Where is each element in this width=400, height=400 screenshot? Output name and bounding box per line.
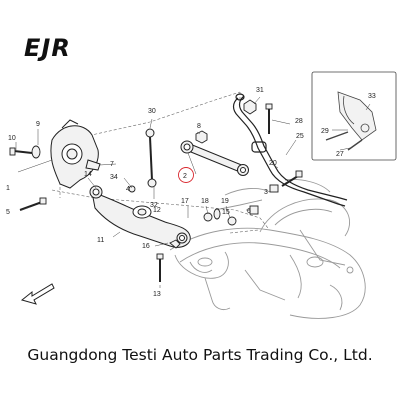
- callout-28: 28: [295, 118, 303, 125]
- callout-labels: 1 2 3 4 5 6 7 8 9 10 11 12 13 14 15 16 1…: [6, 87, 376, 298]
- callout-9: 9: [36, 121, 40, 128]
- callout-11: 11: [97, 237, 104, 244]
- callout-8: 8: [197, 123, 201, 130]
- company-caption: Guangdong Testi Auto Parts Trading Co., …: [27, 346, 373, 364]
- callout-5: 5: [6, 209, 10, 216]
- brand-logo: EJR: [24, 34, 71, 62]
- callout-34: 34: [110, 174, 118, 181]
- callout-13: 13: [153, 291, 161, 298]
- callout-33: 33: [368, 93, 376, 100]
- callout-2: 2: [183, 173, 187, 180]
- callout-12: 12: [153, 207, 161, 214]
- callout-31: 31: [256, 87, 264, 94]
- front-direction-arrow-icon: [20, 283, 55, 305]
- callout-10: 10: [8, 135, 16, 142]
- callout-18: 18: [201, 198, 209, 205]
- callout-4: 4: [126, 186, 130, 193]
- callout-17: 17: [181, 198, 189, 205]
- callout-3: 3: [264, 189, 268, 196]
- callout-30: 30: [148, 108, 156, 115]
- callout-1: 1: [6, 185, 10, 192]
- callout-6: 6: [247, 208, 251, 215]
- callout-14: 14: [84, 171, 92, 178]
- highlight-circle: [178, 167, 194, 183]
- callout-20: 20: [269, 160, 277, 167]
- callout-15: 15: [222, 209, 230, 216]
- callout-32: 32: [150, 202, 158, 209]
- callout-16: 16: [142, 243, 150, 250]
- callout-29: 29: [321, 128, 329, 135]
- callout-19: 19: [221, 198, 229, 205]
- callout-25: 25: [296, 133, 304, 140]
- callout-27: 27: [336, 151, 344, 158]
- callout-7: 7: [110, 161, 114, 168]
